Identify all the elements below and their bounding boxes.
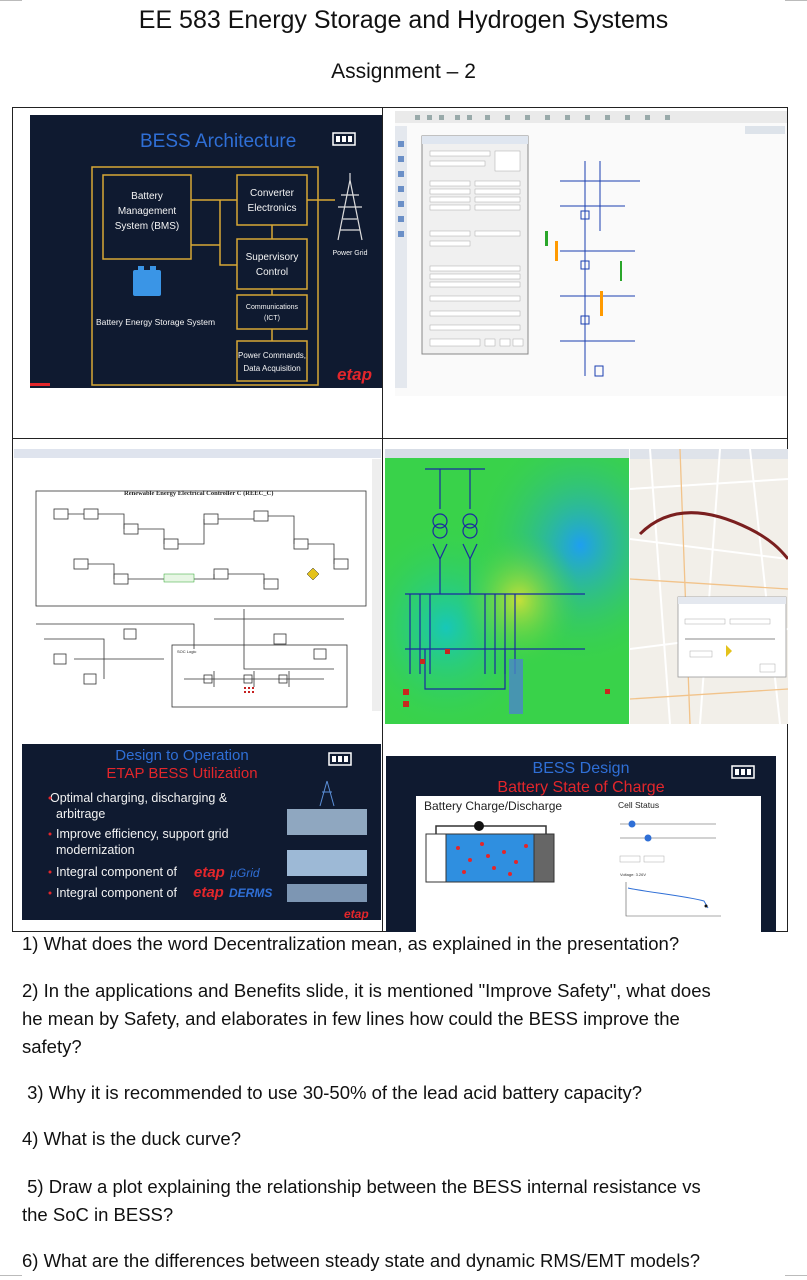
- bullet-1: Optimal charging, discharging &: [50, 791, 228, 805]
- comms-line-1: Communications: [246, 304, 299, 311]
- document-title: EE 583 Energy Storage and Hydrogen Syste…: [138, 6, 669, 34]
- bess-outer-box: [91, 166, 319, 386]
- slide-design-to-operation: Design to Operation ETAP BESS Utilizatio…: [22, 744, 381, 920]
- design-operation-drawing: Design to Operation ETAP BESS Utilizatio…: [22, 744, 381, 920]
- route-path: [638, 511, 788, 560]
- bms-box: [102, 174, 192, 260]
- slide-bess-architecture: BESS Architecture Battery Management Sys…: [30, 115, 382, 388]
- slide-title: BESS Architecture: [140, 131, 296, 152]
- comms-line-2: (ICT): [264, 315, 280, 322]
- time-slider-dialog: [677, 596, 787, 678]
- etap-software-screenshot: [395, 111, 787, 396]
- corner-mark-bottom-left: [0, 1275, 22, 1276]
- converter-line-1: Converter: [250, 188, 295, 199]
- question-5-line-2: the SoC in BESS?: [22, 1204, 174, 1225]
- controller-block-diagram: Renewable Energy Electrical Controller C…: [14, 449, 381, 711]
- question-4: 4) What is the duck curve?: [22, 1128, 242, 1149]
- toolbar-icons: [415, 115, 670, 120]
- battery-bars-icon: [731, 765, 755, 779]
- converter-line-2: Electronics: [248, 203, 297, 214]
- ugrid-suffix: µGrid: [230, 866, 260, 880]
- design-title-line-1: Design to Operation: [115, 747, 248, 764]
- map-view: [630, 449, 788, 724]
- battery-charge-discharge-label: Battery Charge/Discharge: [424, 799, 562, 813]
- soc-title-line-2: Battery State of Charge: [497, 779, 664, 796]
- etap-window-drawing: [395, 111, 787, 396]
- slide-battery-soc: BESS Design Battery State of Charge Batt…: [386, 756, 776, 932]
- transmission-tower-icon: [337, 173, 363, 241]
- question-2-line-2: he mean by Safety, and elaborates in few…: [22, 1008, 680, 1029]
- heatmap-drawing: [385, 449, 629, 724]
- etap-logo: etap: [337, 365, 372, 384]
- tower-icon: [319, 780, 335, 807]
- derms-suffix: DERMS: [229, 886, 272, 900]
- soc-logic-label: SOC Logic: [177, 649, 196, 654]
- cell-status-label: Cell Status: [618, 800, 659, 810]
- etap-derms-brand: etap: [193, 884, 224, 901]
- bms-line-1: Battery: [131, 191, 163, 202]
- question-2-line-3: safety?: [22, 1036, 82, 1057]
- question-6: 6) What are the differences between stea…: [22, 1250, 700, 1271]
- solar-photo: [287, 884, 367, 902]
- map-drawing: [630, 449, 788, 724]
- supervisory-line-2: Control: [256, 267, 288, 278]
- bms-line-2: Management: [118, 206, 177, 217]
- soc-title-line-1: BESS Design: [533, 760, 630, 777]
- corner-mark-left: [0, 0, 22, 1]
- power-grid-label: Power Grid: [332, 250, 367, 257]
- voltage-curve: [625, 882, 721, 917]
- switchgear-lines: [405, 468, 585, 690]
- bullet-3: Integral component of: [56, 865, 177, 879]
- architecture-diagram: BESS Architecture Battery Management Sys…: [30, 115, 382, 388]
- corner-mark-bottom-right: [785, 1275, 807, 1276]
- microgrid-photo: [287, 809, 367, 835]
- question-3: 3) Why it is recommended to use 30-50% o…: [22, 1082, 643, 1103]
- one-line-diagram: [560, 161, 640, 377]
- question-1: 1) What does the word Decentralization m…: [22, 933, 680, 954]
- battery-icon: [133, 266, 161, 296]
- bess-label: Battery Energy Storage System: [96, 317, 215, 327]
- grid-horizontal-divider: [13, 438, 788, 439]
- bullet-2-cont: modernization: [56, 843, 135, 857]
- voltage-readout: Voltage: 3.26V: [620, 872, 646, 877]
- question-2-line-1: 2) In the applications and Benefits slid…: [22, 980, 711, 1001]
- heatmap-simulation-view: [385, 449, 629, 724]
- supervisory-line-1: Supervisory: [246, 252, 299, 263]
- battery-charge-graphic: [425, 821, 555, 883]
- corner-mark-right: [785, 0, 807, 1]
- power-cmd-line-1: Power Commands,: [238, 351, 306, 360]
- question-5-line-1: 5) Draw a plot explaining the relationsh…: [22, 1176, 701, 1197]
- battery-bars-icon: [332, 132, 356, 146]
- controller-title: Renewable Energy Electrical Controller C…: [124, 490, 273, 497]
- power-cmd-line-2: Data Acquisition: [243, 364, 300, 373]
- design-title-line-2: ETAP BESS Utilization: [106, 765, 257, 782]
- derms-photo: [287, 850, 367, 876]
- battery-bars-icon: [328, 752, 352, 766]
- document-subtitle: Assignment – 2: [331, 60, 476, 83]
- bms-line-3: System (BMS): [115, 221, 179, 232]
- controller-diagram-drawing: Renewable Energy Electrical Controller C…: [14, 449, 381, 711]
- bullet-1-cont: arbitrage: [56, 807, 105, 821]
- soc-slide-drawing: BESS Design Battery State of Charge Batt…: [386, 756, 776, 932]
- grid-vertical-divider: [382, 108, 383, 932]
- figure-grid: BESS Architecture Battery Management Sys…: [12, 107, 788, 932]
- etap-logo: etap: [344, 907, 369, 920]
- bullet-4: Integral component of: [56, 886, 177, 900]
- etap-ugrid-brand: etap: [194, 864, 225, 881]
- bullet-2: Improve efficiency, support grid: [56, 827, 229, 841]
